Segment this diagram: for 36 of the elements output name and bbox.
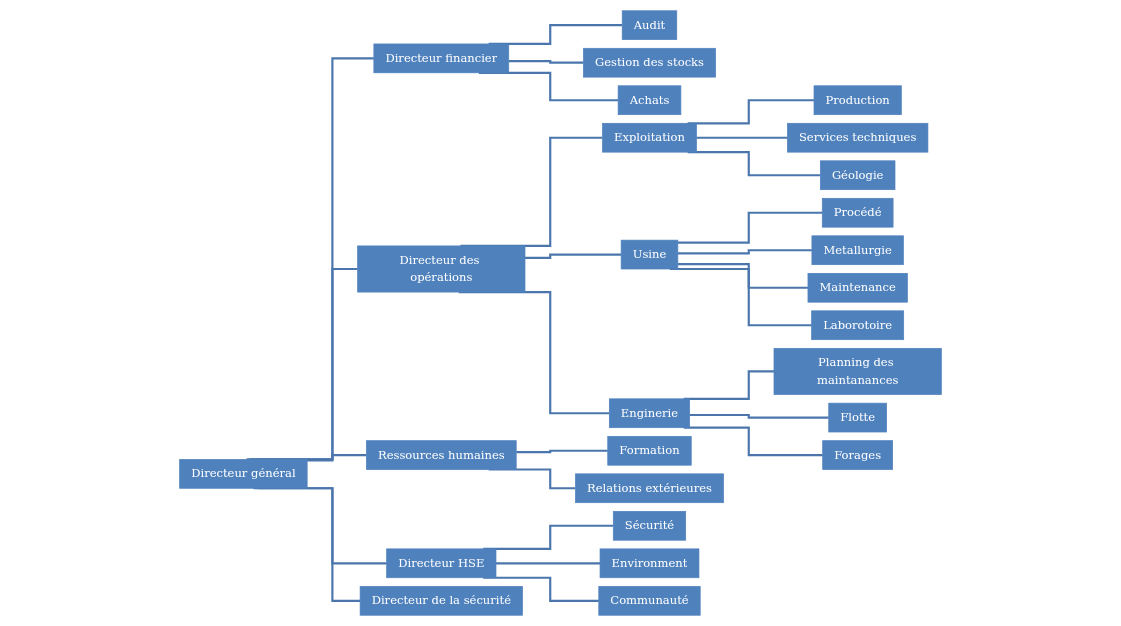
node-box: Achats: [617, 85, 682, 115]
node-box: Metallurgie: [811, 235, 904, 266]
connector: [307, 454, 368, 462]
node-box: Relations extérieures: [575, 473, 724, 504]
connector: [696, 136, 789, 139]
node-box: Directeur HSE: [386, 548, 497, 579]
node-box: Forages: [822, 440, 893, 470]
node-box: Sécurité: [612, 511, 687, 541]
node-box: Ressources humaines: [366, 440, 517, 470]
connector: [677, 211, 824, 244]
node-box: Flotte: [828, 402, 887, 433]
connector: [689, 413, 830, 419]
node-box: Audit: [621, 10, 678, 40]
node-box: Directeur des opérations: [357, 245, 526, 293]
node-box: Directeur de la sécurité: [359, 586, 523, 616]
node-box: Environment: [599, 548, 700, 579]
connector: [677, 249, 813, 255]
node-box: Directeur général: [179, 459, 308, 489]
node-box: Laborotoire: [811, 310, 905, 341]
node-box: Exploitation: [602, 122, 697, 153]
connector: [496, 562, 602, 565]
node-box: Enginerie: [608, 398, 690, 429]
node-box: Directeur financier: [373, 43, 510, 74]
node-box: Gestion des stocks: [583, 47, 716, 78]
node-box: Procédé: [821, 197, 894, 228]
node-box: Usine: [620, 239, 679, 270]
connector: [516, 449, 609, 454]
node-box: Services techniques: [787, 122, 929, 153]
node-box: Formation: [607, 435, 692, 466]
node-box: Maintenance: [807, 272, 908, 303]
connector: [508, 60, 585, 64]
node-box: Planning des maintanances: [773, 347, 942, 395]
connector: [525, 253, 623, 259]
node-box: Géologie: [820, 160, 896, 190]
node-box: Production: [813, 85, 902, 115]
node-box: Communauté: [598, 586, 701, 616]
